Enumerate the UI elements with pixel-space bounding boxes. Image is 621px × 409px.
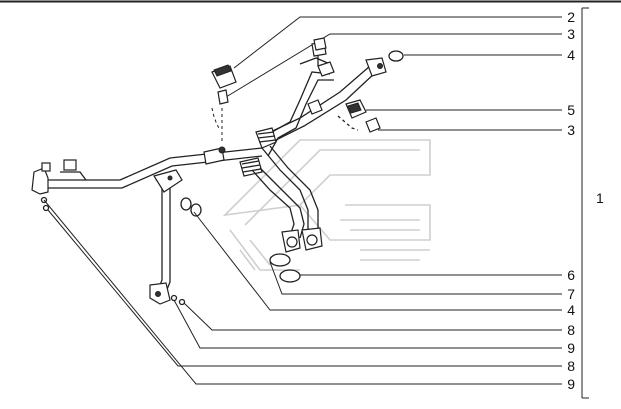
callout-8-lower: 8 bbox=[567, 358, 575, 374]
part-6-7-orings bbox=[269, 253, 301, 283]
callout-5: 5 bbox=[567, 102, 575, 118]
part-2-cap bbox=[211, 64, 237, 144]
pipe-assembly bbox=[31, 41, 387, 305]
part-8-9-small-rings bbox=[40, 196, 186, 306]
part-5-nut bbox=[337, 99, 367, 131]
callout-8-upper: 8 bbox=[567, 322, 575, 338]
part-4-oring-bottom bbox=[180, 197, 202, 217]
callout-9-upper: 9 bbox=[567, 340, 575, 356]
leader-lines bbox=[43, 16, 562, 385]
callout-7: 7 bbox=[567, 286, 575, 302]
callout-3-mid: 3 bbox=[567, 122, 575, 138]
callout-4-top: 4 bbox=[567, 47, 575, 63]
part-4-oring-top bbox=[388, 50, 404, 62]
callout-3-top: 3 bbox=[567, 26, 575, 42]
callout-4-bottom: 4 bbox=[567, 302, 575, 318]
callout-1: 1 bbox=[596, 190, 604, 206]
part-3-screw-mid bbox=[365, 117, 381, 133]
callout-6: 6 bbox=[567, 267, 575, 283]
assembly-direction-line bbox=[211, 107, 221, 131]
part-3-screw-top bbox=[313, 37, 327, 51]
callout-9-lower: 9 bbox=[567, 376, 575, 392]
assembly-bracket bbox=[581, 7, 589, 399]
callout-2: 2 bbox=[567, 9, 575, 25]
